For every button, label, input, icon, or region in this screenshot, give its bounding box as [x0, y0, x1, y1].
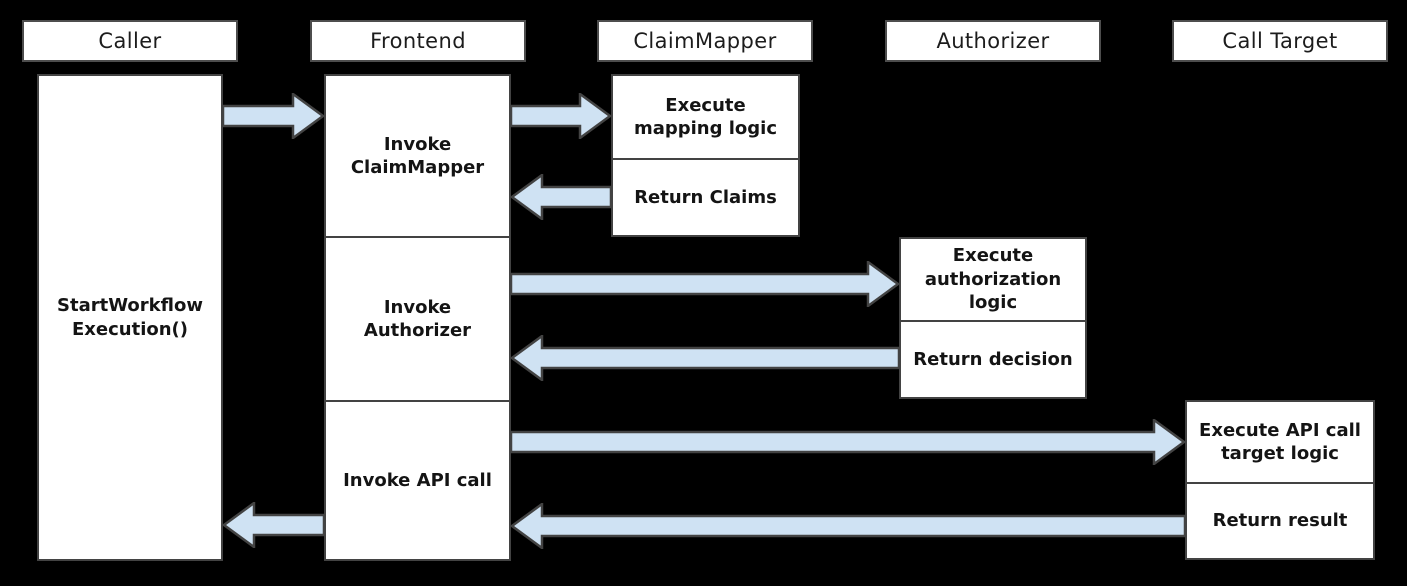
step-invoke-claimmapper: Invoke ClaimMapper: [350, 133, 485, 178]
arrow-calltarget-to-frontend-icon: [511, 503, 1185, 549]
arrow-frontend-to-authorizer-icon: [511, 261, 899, 307]
arrow-shape: [223, 93, 324, 139]
arrow-shape: [511, 261, 899, 307]
arrow-authorizer-to-frontend-icon: [511, 335, 899, 381]
lifeline-header-calltarget: Call Target: [1172, 20, 1388, 62]
step-execute-authorization-logic: Execute authorization logic: [924, 245, 1062, 314]
arrow-shape: [511, 93, 611, 139]
arrow-shape: [223, 502, 324, 548]
lifeline-header-authorizer: Authorizer: [885, 20, 1101, 62]
step-return-decision: Return decision: [901, 320, 1085, 397]
activation-caller: StartWorkflow Execution(): [37, 74, 223, 561]
arrow-shape: [511, 503, 1185, 549]
activation-authorizer: Execute authorization logic Return decis…: [899, 237, 1087, 399]
arrow-caller-to-frontend-icon: [223, 93, 324, 139]
step-return-claims: Return Claims: [613, 158, 798, 235]
lifeline-header-frontend: Frontend: [310, 20, 526, 62]
step-execute-mapping-logic: Execute mapping logic: [633, 94, 778, 139]
activation-claimmapper: Execute mapping logic Return Claims: [611, 74, 800, 237]
arrow-shape: [511, 174, 611, 220]
step-startworkflowexecution: StartWorkflow Execution(): [57, 295, 203, 340]
arrow-shape: [511, 335, 899, 381]
step-invoke-authorizer: Invoke Authorizer: [326, 236, 509, 400]
step-return-result: Return result: [1187, 482, 1373, 558]
arrow-frontend-to-calltarget-icon: [511, 419, 1185, 465]
arrow-shape: [511, 419, 1185, 465]
step-execute-api-call-target-logic: Execute API call target logic: [1199, 419, 1361, 464]
lifeline-header-caller: Caller: [22, 20, 238, 62]
arrow-frontend-to-claimmapper-icon: [511, 93, 611, 139]
activation-calltarget: Execute API call target logic Return res…: [1185, 400, 1375, 560]
arrow-claimmapper-to-frontend-icon: [511, 174, 611, 220]
activation-frontend: Invoke ClaimMapper Invoke Authorizer Inv…: [324, 74, 511, 561]
arrow-frontend-to-caller-icon: [223, 502, 324, 548]
step-invoke-api-call: Invoke API call: [326, 400, 509, 559]
lifeline-header-claimmapper: ClaimMapper: [597, 20, 813, 62]
